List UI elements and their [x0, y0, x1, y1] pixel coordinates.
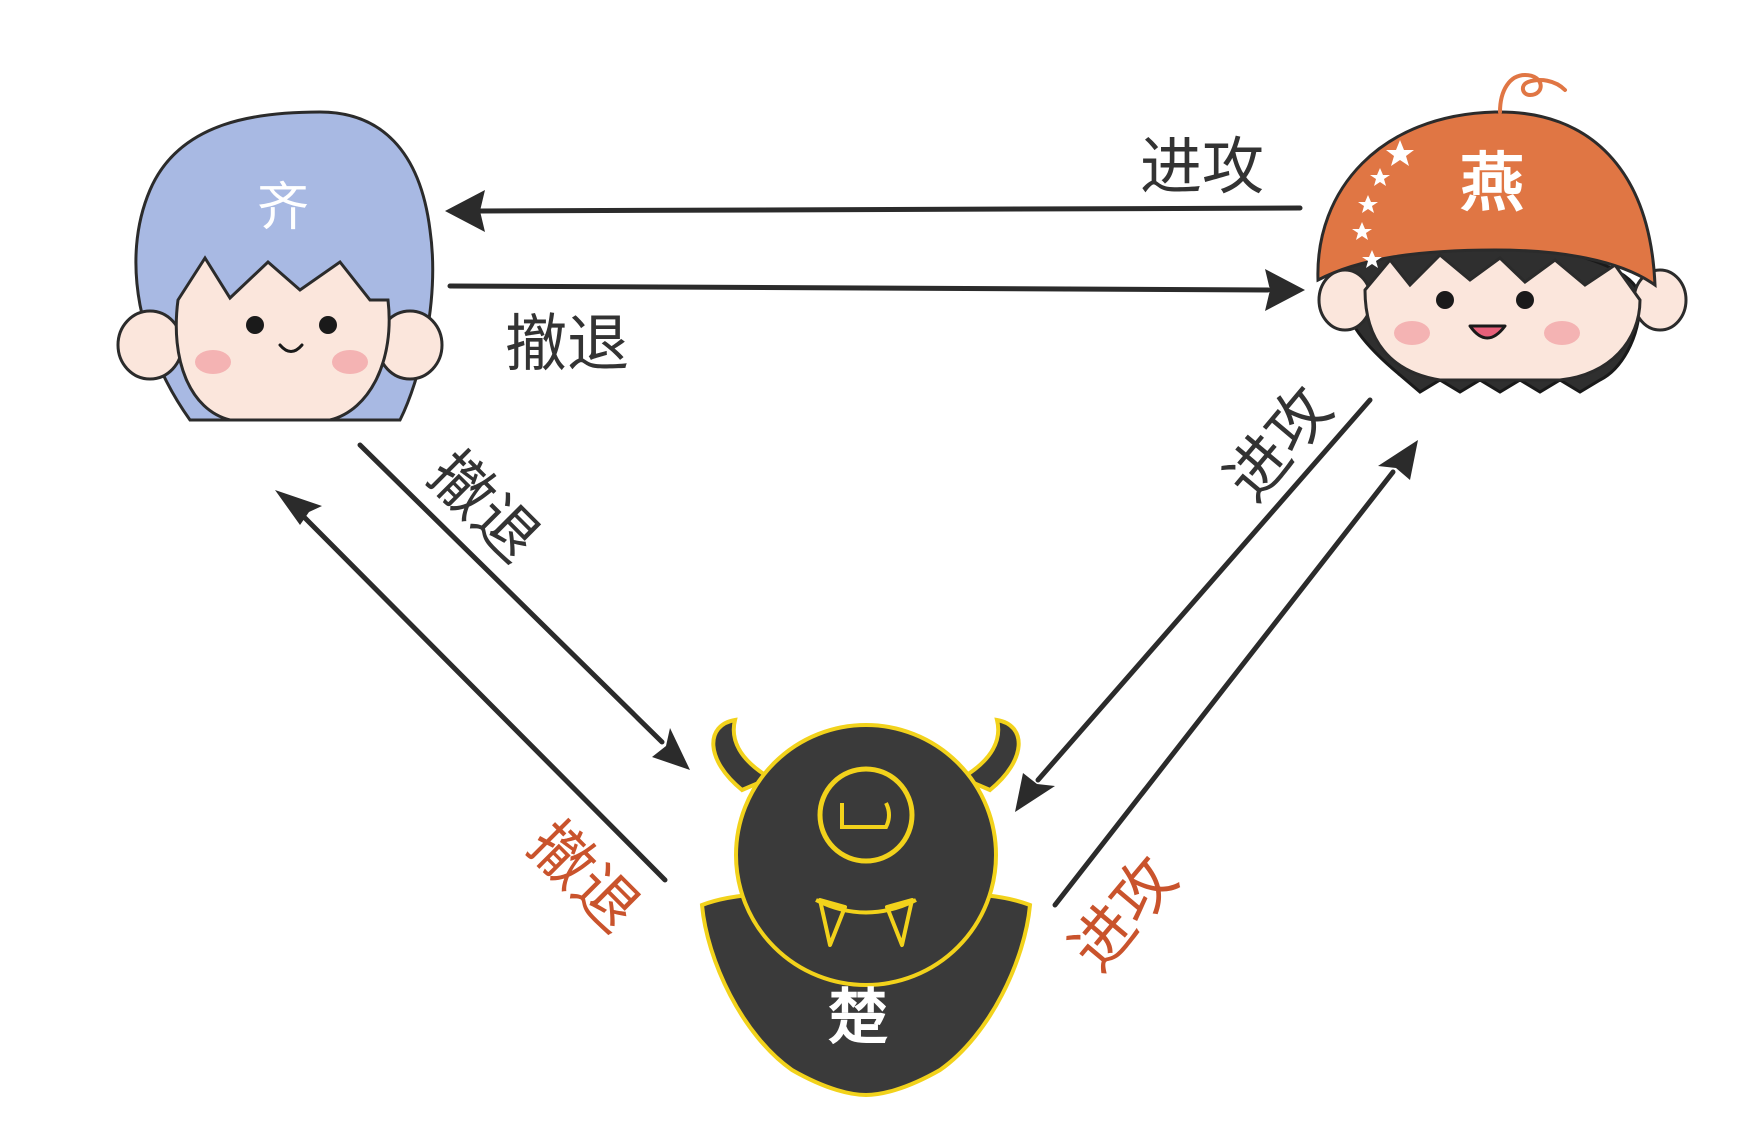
- arrow-chu-to-yan: [1052, 440, 1418, 908]
- qi-left-eye: [246, 316, 264, 334]
- yan-hat-stem-icon: [1498, 72, 1567, 114]
- chu-right-fang-icon: [885, 898, 914, 947]
- arrows: [275, 190, 1418, 908]
- chu-right-horn: [957, 717, 1021, 793]
- character-qi: 齐: [116, 110, 444, 422]
- label-yan-to-qi: 进攻: [1140, 130, 1264, 203]
- character-yan: 燕: [1316, 72, 1688, 394]
- qi-face: [174, 255, 391, 422]
- label-chu-to-yan: 进攻: [1056, 843, 1192, 985]
- yan-right-eye: [1516, 291, 1534, 309]
- arrow-chu-to-qi: [275, 490, 668, 883]
- qi-mouth: [278, 343, 304, 353]
- qi-left-blush: [195, 350, 231, 374]
- arrow-yan-to-chu: [1015, 397, 1373, 812]
- character-chu: 楚: [699, 717, 1033, 1098]
- qi-right-blush: [332, 350, 368, 374]
- chu-mouth: [815, 898, 917, 915]
- chu-head: [734, 723, 998, 987]
- arrow-qi-to-chu: [357, 442, 690, 770]
- arrow-yan-to-qi: [445, 190, 1303, 232]
- label-yan-to-chu: 进攻: [1211, 373, 1347, 515]
- chu-pupil: [840, 802, 891, 829]
- label-chu-to-qi: 撤退: [514, 807, 653, 946]
- yan-left-eye: [1436, 291, 1454, 309]
- arrow-qi-to-yan: [447, 269, 1305, 311]
- label-qi-to-chu: 撤退: [414, 437, 553, 576]
- yan-mouth: [1468, 324, 1507, 340]
- yan-hat-stars-icon: [1352, 140, 1414, 268]
- qi-left-ear: [116, 309, 184, 381]
- chu-eye-icon: [817, 766, 915, 864]
- qi-right-eye: [319, 316, 337, 334]
- yan-right-blush: [1544, 321, 1580, 345]
- yan-name: 燕: [1460, 147, 1524, 221]
- label-qi-to-yan: 撤退: [505, 307, 629, 380]
- chu-left-fang-icon: [818, 898, 847, 947]
- qi-name: 齐: [257, 178, 309, 238]
- chu-name: 楚: [828, 983, 888, 1053]
- yan-right-ear: [1632, 268, 1688, 332]
- yan-face: [1363, 252, 1642, 382]
- yan-left-ear: [1317, 268, 1373, 332]
- yan-left-blush: [1394, 321, 1430, 345]
- chu-left-horn: [711, 717, 775, 793]
